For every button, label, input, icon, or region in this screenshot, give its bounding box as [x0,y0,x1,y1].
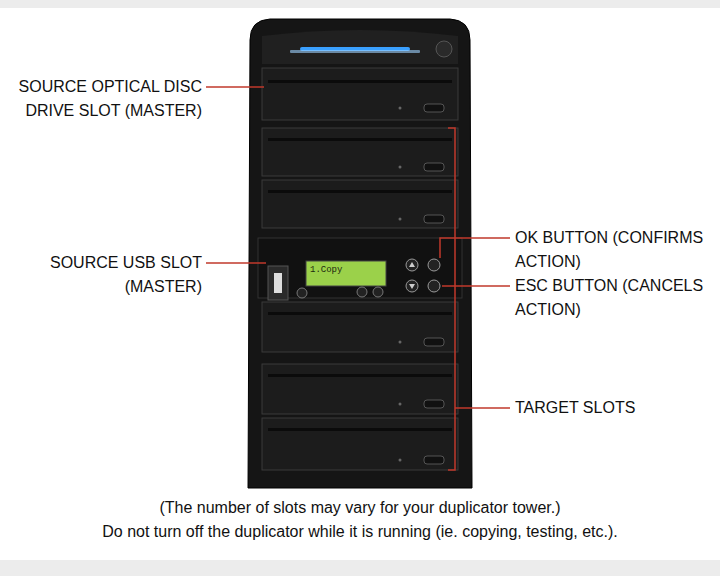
panel-button [297,288,307,298]
target-drive [262,128,458,176]
up-button [406,259,418,271]
note-text: (The number of slots may vary for your d… [5,497,715,519]
callout-label: ESC BUTTON (CANCELS ACTION) [515,274,713,322]
callout-label: SOURCE USB SLOT (MASTER) [17,251,202,299]
callout-label: SOURCE OPTICAL DISC DRIVE SLOT (MASTER) [17,75,202,123]
ok-button [428,259,440,271]
lcd-screen [306,261,386,286]
usb-slot [274,273,282,293]
target-drive [262,418,458,470]
bottom-band [0,560,720,576]
source-drive [262,68,458,120]
target-drive [262,180,458,228]
power-button [436,41,452,57]
target-drive [262,302,458,352]
esc-button [428,280,440,292]
lcd-text: 1.Copy [310,264,382,276]
panel-button [357,287,367,297]
top-bezel [262,30,458,64]
note-text: Do not turn off the duplicator while it … [5,521,715,543]
top-band [0,0,720,8]
panel-button [373,287,383,297]
control-panel [258,238,462,298]
usb-port [268,266,288,300]
callout-label: OK BUTTON (CONFIRMS ACTION) [515,226,713,274]
target-drive [262,364,458,414]
down-button [406,280,418,292]
callout-label: TARGET SLOTS [515,396,713,420]
blue-glow [290,50,420,53]
leader-lines [206,87,510,470]
tower-body [248,19,472,488]
